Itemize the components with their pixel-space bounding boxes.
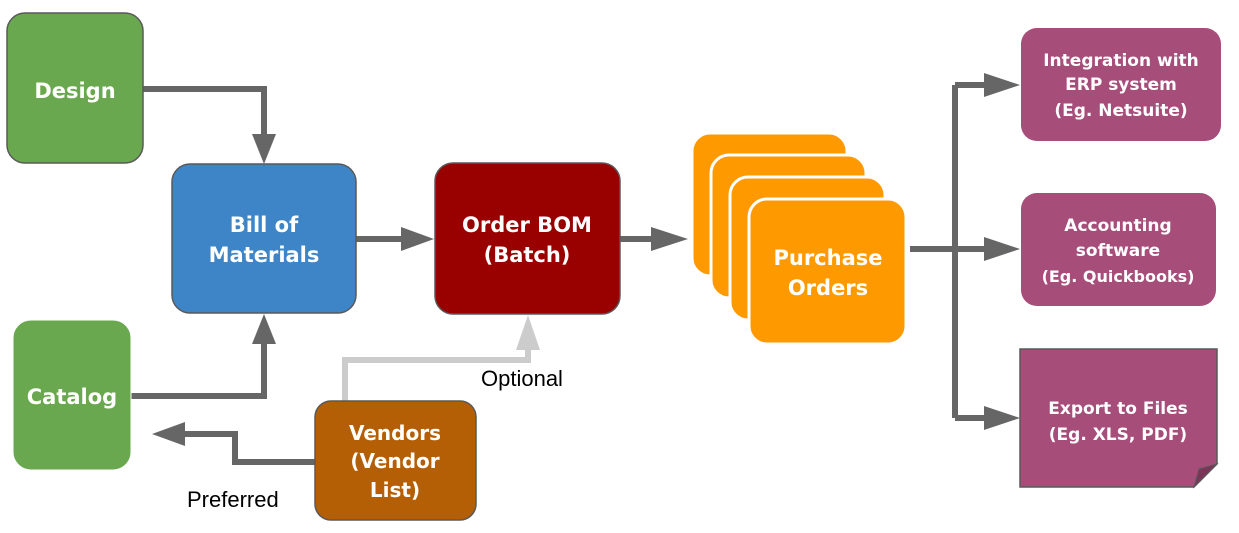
node-po-label-line2: Orders bbox=[788, 276, 868, 300]
edge-catalog-to-bom bbox=[131, 340, 267, 399]
node-bom-label-line1: Bill of bbox=[230, 213, 299, 237]
arrowhead-po-to-erp bbox=[984, 73, 1020, 97]
node-design-label: Design bbox=[34, 79, 115, 103]
edge-vendors-to-catalog bbox=[180, 431, 315, 465]
node-export-label-line2: (Eg. XLS, PDF) bbox=[1049, 425, 1187, 445]
node-erp-label-line1: Integration with bbox=[1043, 51, 1199, 71]
po-stack-card-4 bbox=[747, 197, 908, 346]
node-export-files[interactable]: Export to Files (Eg. XLS, PDF) bbox=[1019, 348, 1219, 489]
arrowhead-po-to-accounting bbox=[984, 237, 1020, 261]
node-order-bom-label-line1: Order BOM bbox=[462, 213, 592, 237]
node-catalog[interactable]: Catalog bbox=[12, 319, 132, 471]
node-vendors-label-line2: (Vendor bbox=[350, 449, 439, 473]
edge-label-optional: Optional bbox=[481, 366, 563, 391]
node-vendors-label-line3: List) bbox=[370, 478, 420, 502]
node-accounting-label-line2: software bbox=[1076, 241, 1160, 261]
node-bom-label-line2: Materials bbox=[209, 243, 320, 267]
arrowhead-vendors-to-order-optional bbox=[516, 315, 540, 350]
node-design[interactable]: Design bbox=[6, 12, 144, 164]
edges-layer bbox=[131, 73, 1020, 465]
node-order-bom-label-line2: (Batch) bbox=[484, 243, 571, 267]
arrowhead-design-to-bom bbox=[252, 134, 276, 164]
node-export-label-line1: Export to Files bbox=[1048, 399, 1188, 419]
edge-label-preferred: Preferred bbox=[187, 487, 279, 512]
node-accounting-label-line1: Accounting bbox=[1064, 216, 1171, 236]
arrowhead-bom-to-order bbox=[401, 227, 434, 251]
node-purchase-orders[interactable]: Purchase Orders bbox=[690, 131, 908, 346]
node-bill-of-materials[interactable]: Bill of Materials bbox=[171, 163, 357, 314]
arrowhead-catalog-to-bom bbox=[252, 314, 276, 344]
node-accounting-label-line3: (Eg. Quickbooks) bbox=[1042, 267, 1195, 286]
node-erp-label-line3: (Eg. Netsuite) bbox=[1054, 101, 1187, 121]
edge-design-to-bom bbox=[143, 86, 267, 138]
node-po-label-line1: Purchase bbox=[773, 246, 882, 270]
folded-corner-icon bbox=[1193, 463, 1219, 489]
arrowhead-vendors-to-catalog bbox=[152, 422, 185, 446]
arrowhead-order-to-po bbox=[651, 227, 688, 251]
node-vendors[interactable]: Vendors (Vendor List) bbox=[314, 400, 477, 521]
node-vendors-label-line1: Vendors bbox=[349, 421, 441, 445]
node-erp-label-line2: ERP system bbox=[1065, 75, 1177, 95]
arrowhead-po-to-export bbox=[984, 406, 1020, 430]
node-accounting-software[interactable]: Accounting software (Eg. Quickbooks) bbox=[1021, 193, 1216, 306]
node-order-bom[interactable]: Order BOM (Batch) bbox=[434, 162, 621, 315]
edge-vendors-to-order-optional bbox=[342, 345, 531, 401]
node-catalog-label: Catalog bbox=[27, 385, 117, 409]
node-erp-integration[interactable]: Integration with ERP system (Eg. Netsuit… bbox=[1021, 28, 1221, 141]
